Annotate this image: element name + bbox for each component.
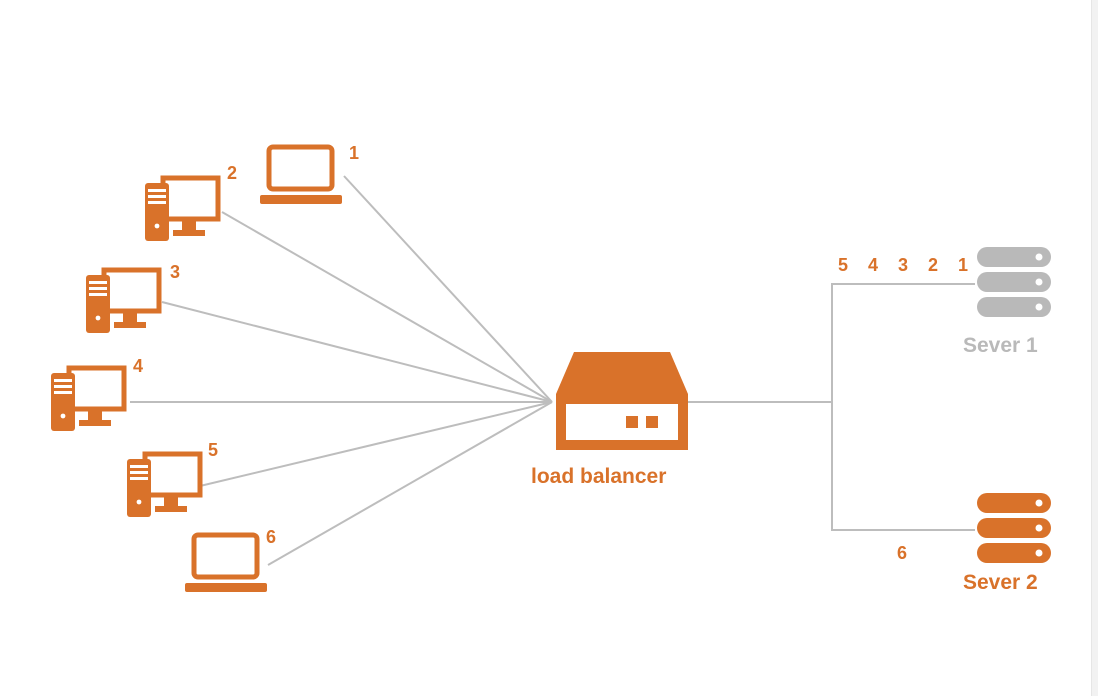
server-rack-icon: [977, 247, 1051, 317]
client-label-4: 4: [133, 356, 144, 376]
wire-client-6: [267, 401, 553, 566]
queue-item: 2: [928, 255, 939, 275]
desktop-computer-icon: [145, 175, 221, 241]
client-label-1: 1: [349, 143, 360, 163]
laptop-icon: [185, 532, 267, 592]
client-label-6: 6: [266, 527, 277, 547]
wire-client-1: [343, 175, 553, 403]
queue-item: 3: [898, 255, 909, 275]
client-label-3: 3: [170, 262, 181, 282]
wire-branch-server-1: [831, 283, 975, 402]
server-2-name: Sever 2: [963, 571, 1038, 594]
desktop-computer-icon: [86, 267, 162, 333]
queue-item: 1: [958, 255, 969, 275]
wire-client-3: [161, 301, 553, 403]
desktop-computer-icon: [51, 365, 127, 431]
wire-client-2: [221, 211, 553, 403]
server-1-name: Sever 1: [963, 334, 1038, 357]
client-label-2: 2: [227, 163, 238, 183]
queue-item: 5: [838, 255, 849, 275]
scrollbar-track[interactable]: [1091, 0, 1098, 696]
client-label-5: 5: [208, 440, 219, 460]
queue-item: 4: [868, 255, 879, 275]
load-balancer-icon: [556, 352, 688, 450]
wire-branch-server-2: [831, 402, 975, 531]
desktop-computer-icon: [127, 451, 203, 517]
load-balancer-label: load balancer: [531, 465, 667, 488]
laptop-icon: [260, 144, 342, 204]
server-rack-icon: [977, 493, 1051, 563]
queue-item: 6: [897, 543, 908, 563]
wire-client-5: [199, 401, 553, 487]
